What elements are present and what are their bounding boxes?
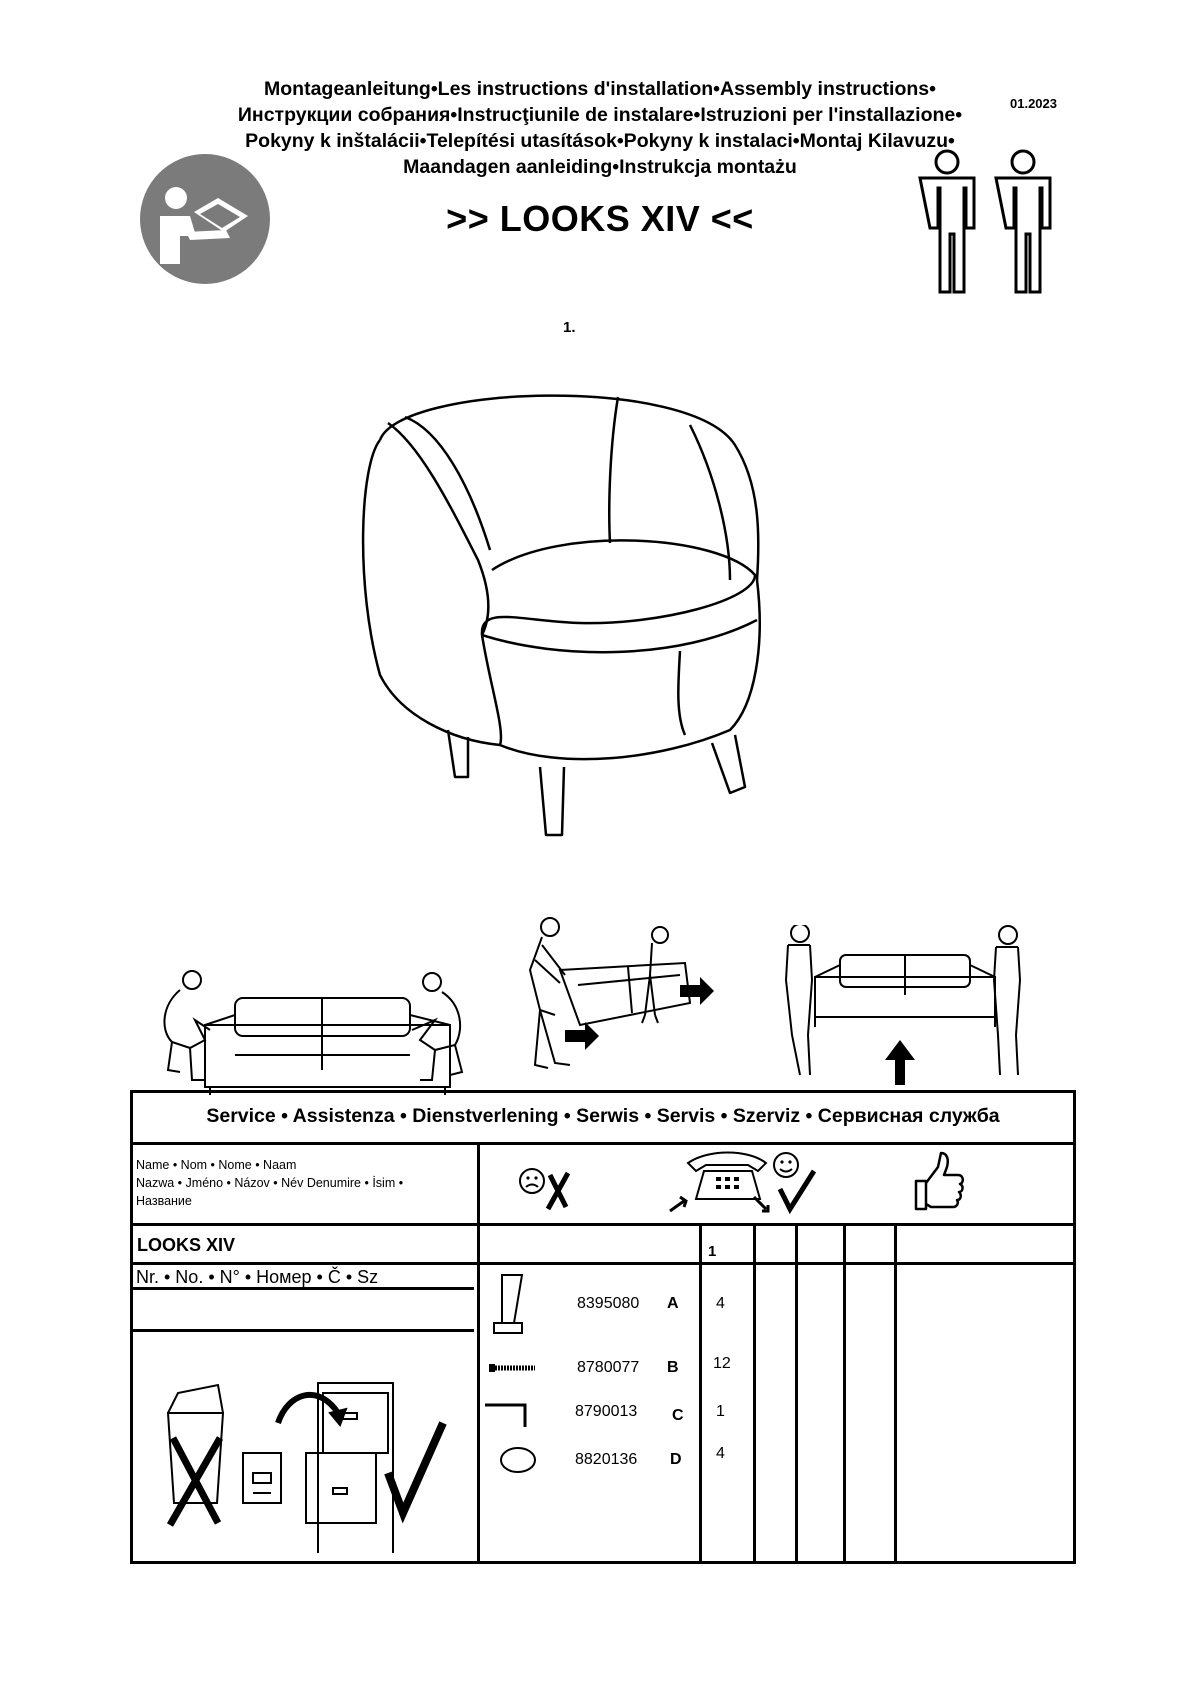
read-manual-icon: [140, 154, 270, 284]
part-letter: C: [672, 1407, 684, 1424]
table-column-line: [894, 1223, 897, 1561]
part-letter: A: [667, 1295, 679, 1312]
part-letter: B: [667, 1359, 679, 1376]
service-title: Service • Assistenza • Dienstverlening •…: [206, 1105, 1000, 1127]
part-code: 8790013: [575, 1403, 638, 1420]
leg-part-icon: [493, 1274, 524, 1334]
header-line: Maandagen aanleiding•Instrukcja montażu: [403, 156, 797, 178]
two-person-icon: [918, 149, 1052, 294]
table-column-line: [753, 1223, 756, 1561]
header-title-block: Montageanleitung•Les instructions d'inst…: [150, 76, 1050, 180]
armchair-illustration: [361, 394, 761, 837]
table-divider: [133, 1223, 1073, 1226]
thumbs-up-icon: [914, 1151, 964, 1211]
table-column-line: [843, 1223, 846, 1561]
carry-low-illustration: [163, 970, 464, 1095]
sad-face-icon: [519, 1168, 571, 1211]
allen-key-icon: [485, 1403, 527, 1427]
table-divider: [133, 1287, 474, 1290]
bolt-part-icon: [489, 1364, 535, 1372]
disposal-illustration: [166, 1382, 447, 1553]
glide-pad-icon: [500, 1447, 536, 1473]
table-column-line: [699, 1223, 702, 1561]
table-divider: [133, 1329, 474, 1332]
step-number: 1.: [563, 319, 576, 336]
carry-lift-illustration: [784, 925, 1022, 1085]
number-label: Nr. • No. • N° • Номер • Č • Sz: [136, 1267, 379, 1287]
column-number: 1: [708, 1243, 717, 1260]
table-divider: [133, 1262, 1073, 1265]
table-column-line: [795, 1223, 798, 1561]
part-qty: 1: [716, 1403, 725, 1420]
product-title: >> LOOKS XIV <<: [446, 198, 754, 239]
header-line: Инструкции собрания•Instrucţiunile de in…: [237, 104, 963, 126]
carry-walk-illustration: [528, 917, 714, 1069]
telephone-icon: [669, 1151, 817, 1215]
table-divider: [133, 1142, 1073, 1145]
model-name: LOOKS XIV: [137, 1235, 236, 1255]
name-label: Name • Nom • Nome • Naam Nazwa • Jméno •…: [136, 1158, 404, 1208]
part-code: 8820136: [575, 1451, 638, 1468]
date-label: 01.2023: [1010, 96, 1057, 111]
header-line: Pokyny k inštalácii•Telepítési utasításo…: [245, 130, 955, 152]
part-code: 8780077: [577, 1359, 640, 1376]
table-column-line: [477, 1142, 480, 1561]
part-qty: 4: [716, 1295, 725, 1312]
part-code: 8395080: [577, 1295, 640, 1312]
header-line: Montageanleitung•Les instructions d'inst…: [264, 78, 936, 100]
trash-bin-icon: [166, 1412, 225, 1504]
part-qty: 4: [716, 1445, 725, 1462]
part-qty: 12: [713, 1355, 731, 1372]
part-letter: D: [670, 1451, 682, 1468]
service-table: Service • Assistenza • Dienstverlening •…: [130, 1090, 1076, 1564]
